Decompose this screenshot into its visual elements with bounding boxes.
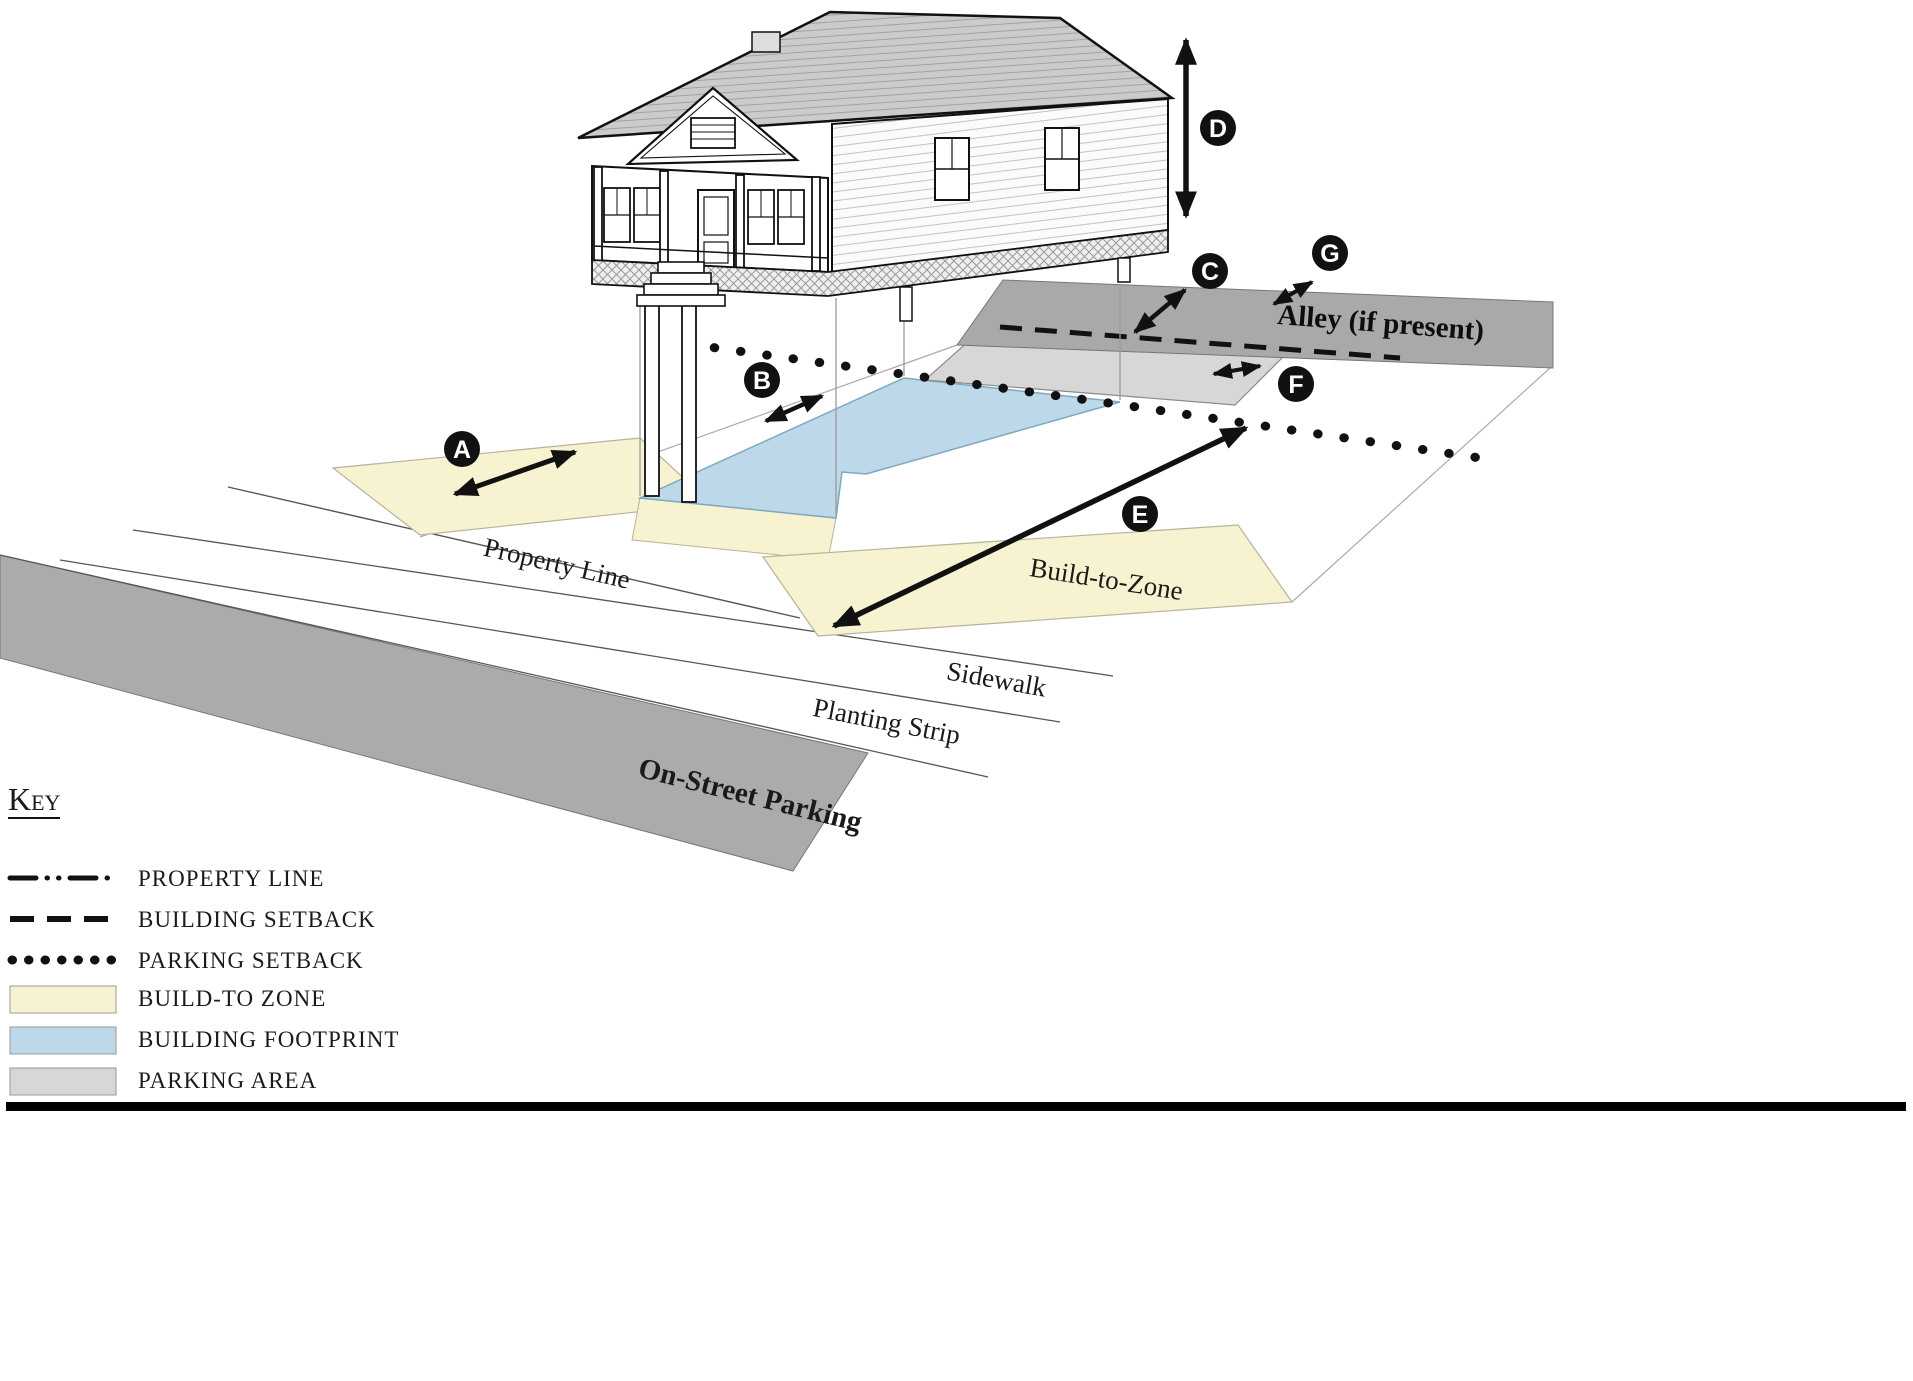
key-label-parking-setback: PARKING SETBACK (138, 948, 364, 973)
porch-rail (593, 245, 829, 259)
side-window-2 (1044, 127, 1080, 191)
building-footprint (637, 377, 1121, 519)
sidewalk-label: Sidewalk (944, 656, 1049, 703)
key-label-property-line: PROPERTY LINE (138, 866, 324, 891)
marker-B: B (744, 362, 780, 398)
sidewalk-back-edge (132, 529, 1114, 677)
side-window-1 (934, 137, 970, 201)
arrow-A (452, 449, 578, 497)
bottom-rule (6, 1102, 1906, 1111)
front-window-pair-right (747, 189, 805, 245)
planting-strip-label: Planting Strip (811, 692, 963, 750)
key-label-parking-area: PARKING AREA (138, 1068, 317, 1093)
svg-text:A: A (453, 436, 471, 464)
key-label-build-to-zone: BUILD-TO ZONE (138, 986, 326, 1011)
curb-edge (0, 554, 989, 778)
building-footprint-swatch (9, 1026, 117, 1055)
front-window-pair-left (603, 187, 661, 243)
property-line-edge (227, 486, 801, 619)
arrow-C (1133, 288, 1187, 334)
house-illustration (577, 10, 1176, 503)
svg-text:E: E (1132, 501, 1149, 529)
marker-G: G (1312, 235, 1348, 271)
gable-vent (690, 117, 736, 149)
street-area (0, 344, 1551, 872)
key-label-building-footprint: BUILDING FOOTPRINT (138, 1027, 399, 1052)
front-steps (636, 261, 726, 307)
roof-vent (751, 31, 781, 53)
build-to-zone-swatch (9, 985, 117, 1014)
marker-E: E (1122, 496, 1158, 532)
arrow-E (831, 425, 1249, 629)
parking-area-swatch (9, 1067, 117, 1096)
svg-text:D: D (1209, 115, 1227, 143)
svg-text:C: C (1201, 258, 1219, 286)
foundation-piers (644, 257, 1131, 503)
sidewalk-front-edge (59, 559, 1061, 723)
svg-text:F: F (1288, 371, 1303, 399)
parking-setback-line (683, 339, 1485, 463)
lot-side-line-right (1291, 367, 1551, 603)
marker-F: F (1278, 366, 1314, 402)
letter-markers: A B C D E F G (444, 110, 1348, 532)
front-door (697, 189, 735, 271)
arrow-B (763, 393, 825, 424)
marker-D: D (1200, 110, 1236, 146)
arrow-F (1212, 361, 1262, 379)
porch-gable (625, 86, 800, 166)
marker-C: C (1192, 253, 1228, 289)
svg-text:G: G (1320, 240, 1339, 268)
building-setback-line (999, 324, 1401, 361)
key-label-building-setback: BUILDING SETBACK (138, 907, 376, 932)
svg-text:B: B (753, 367, 771, 395)
alley-strip (956, 279, 1554, 369)
marker-A: A (444, 431, 480, 467)
dimension-arrows (452, 37, 1314, 629)
foundation-skirt (591, 228, 1169, 297)
on-street-parking-strip (0, 554, 869, 872)
arrow-G (1272, 280, 1314, 306)
setback-lines (683, 324, 1485, 463)
key-legend: Key PROPERTY LINE BUILDING SETBACK PARKI… (7, 781, 399, 1096)
key-title: Key (8, 781, 61, 817)
